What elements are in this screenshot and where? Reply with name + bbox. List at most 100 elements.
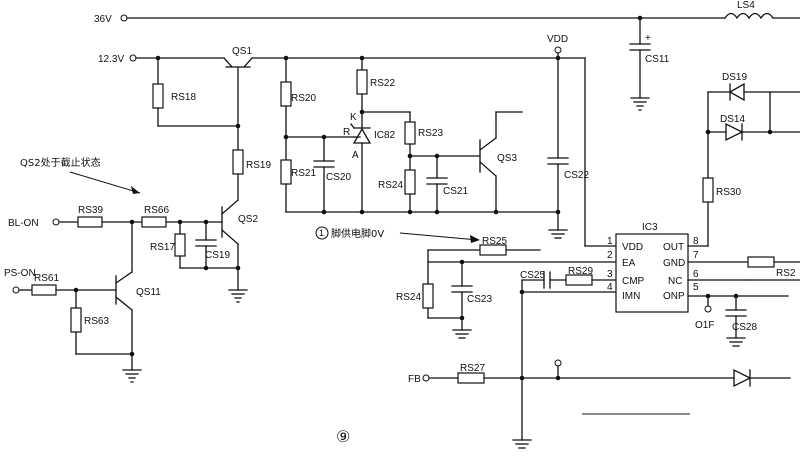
divider-rs20-rs21: RS20 RS21 CS20 xyxy=(280,57,355,213)
label-rs22: RS22 xyxy=(370,78,395,89)
label-fb: FB xyxy=(408,374,421,385)
resistor-rs63 xyxy=(70,307,82,333)
pin-a: A xyxy=(352,150,359,161)
resistor-rs23 xyxy=(404,121,416,145)
label-rs18: RS18 xyxy=(171,92,196,103)
resistor-rs66 xyxy=(141,216,167,228)
label-rs39: RS39 xyxy=(78,205,103,216)
label-rs66: RS66 xyxy=(144,205,169,216)
figure-number: ⑨ xyxy=(336,427,350,446)
resistor-rs24-upper xyxy=(404,169,416,195)
pin-number: 6 xyxy=(693,269,699,280)
label-cs22: CS22 xyxy=(564,170,589,181)
transistor-qs11 xyxy=(115,271,133,371)
output-network: RS30 DS19 DS14 xyxy=(702,72,800,247)
label-vdd: VDD xyxy=(547,34,568,45)
cmp-network: CS25 RS29 xyxy=(519,266,617,379)
ground-symbol xyxy=(228,289,248,303)
terminal-ps-on xyxy=(12,286,20,294)
pin-name: ONP xyxy=(663,291,685,302)
terminal-fb xyxy=(422,374,430,382)
resistor-rs24-lower xyxy=(422,283,434,309)
pin-number: 3 xyxy=(607,269,613,280)
label-cs28: CS28 xyxy=(732,322,757,333)
ic3-right-pins: OUT 8 GND 7 NC 6 ONP 5 xyxy=(663,236,699,302)
pin-name: GND xyxy=(663,258,685,269)
pin-name: CMP xyxy=(622,276,645,287)
pin1-mark: 1 xyxy=(319,228,324,238)
ea-network: RS25 RS24 CS23 xyxy=(396,236,617,339)
pin-number: 2 xyxy=(607,250,613,261)
vdd-node: VDD CS22 xyxy=(547,34,617,247)
cs11-polarity: + xyxy=(645,33,651,44)
diode-ds19 xyxy=(728,82,745,102)
pin-number: 8 xyxy=(693,236,699,247)
label-rs61: RS61 xyxy=(34,273,59,284)
ground-symbol xyxy=(726,337,746,347)
label-rs23: RS23 xyxy=(418,128,443,139)
label-cs20: CS20 xyxy=(326,172,351,183)
pin-name: EA xyxy=(622,258,636,269)
label-cs11: CS11 xyxy=(645,54,670,65)
pin1-note: 脚供电脚0V xyxy=(331,227,384,240)
fb-stage: FB RS27 xyxy=(408,359,791,449)
label-bl-on: BL-ON xyxy=(8,218,39,229)
label-cs23: CS23 xyxy=(467,294,492,305)
ic3-chip: IC3 1 VDD 2 EA 3 CMP 4 IMN OUT 8 GND 7 N… xyxy=(607,222,789,313)
resistor-rs19 xyxy=(232,149,244,175)
ground-symbol xyxy=(122,369,142,383)
label-ds14: DS14 xyxy=(720,114,745,125)
pin1-annotation: 1 脚供电脚0V xyxy=(315,226,480,243)
label-rs29: RS29 xyxy=(568,266,593,277)
resistor-rs61 xyxy=(31,284,57,296)
arrow-icon xyxy=(470,235,480,243)
resistor-rs27 xyxy=(457,372,485,384)
label-rs63: RS63 xyxy=(84,316,109,327)
pin-r: R xyxy=(343,127,350,138)
label-qs3: QS3 xyxy=(497,153,517,164)
label-rs30: RS30 xyxy=(716,187,741,198)
pin-name: VDD xyxy=(622,242,643,253)
onp-network: O1F CS28 xyxy=(695,293,757,347)
label-qs1: QS1 xyxy=(232,46,252,57)
pin-name: NC xyxy=(668,276,682,287)
label-ls4: LS4 xyxy=(737,0,755,11)
transistor-qs1 xyxy=(223,57,253,127)
pin-number: 1 xyxy=(607,236,613,247)
ic3-left-pins: 1 VDD 2 EA 3 CMP 4 IMN xyxy=(607,236,645,302)
label-rs20: RS20 xyxy=(291,93,316,104)
pin-number: 4 xyxy=(607,282,613,293)
terminal-12v xyxy=(129,54,137,62)
resistor-rs39 xyxy=(77,216,103,228)
label-ic82: IC82 xyxy=(374,130,396,141)
shunt-regulator-ic82 xyxy=(350,123,372,213)
label-rs19: RS19 xyxy=(246,160,271,171)
resistor-rs2 xyxy=(747,256,775,268)
terminal-vdd xyxy=(554,46,562,54)
label-rs24-upper: RS24 xyxy=(378,180,403,191)
qs3-stage: RS23 RS24 CS21 QS3 xyxy=(285,111,561,215)
ground-symbol xyxy=(512,439,532,449)
label-rs24-lower: RS24 xyxy=(396,292,421,303)
label-qs11: QS11 xyxy=(136,287,161,298)
label-12v: 12.3V xyxy=(98,54,124,65)
test-point-o1f xyxy=(704,305,712,313)
qs2-status-note: QS2处于截止状态 xyxy=(20,156,101,169)
label-rs25: RS25 xyxy=(482,236,507,247)
shunt-reference: RS22 K R A IC82 xyxy=(343,57,411,213)
pin-number: 7 xyxy=(693,250,699,261)
ps-on-stage: PS-ON RS61 RS63 QS11 xyxy=(4,268,161,383)
arrow-icon xyxy=(131,186,140,194)
rail-12v: 12.3V RS18 QS1 RS19 xyxy=(98,46,586,201)
transistor-qs3 xyxy=(479,111,523,213)
test-point xyxy=(554,359,562,367)
circled-number xyxy=(315,226,329,240)
diode-ds14 xyxy=(725,122,744,142)
pin-name: IMN xyxy=(622,291,640,302)
resistor-rs20 xyxy=(280,81,292,107)
label-ds19: DS19 xyxy=(722,72,747,83)
label-cs19: CS19 xyxy=(205,250,230,261)
label-qs2: QS2 xyxy=(238,214,258,225)
